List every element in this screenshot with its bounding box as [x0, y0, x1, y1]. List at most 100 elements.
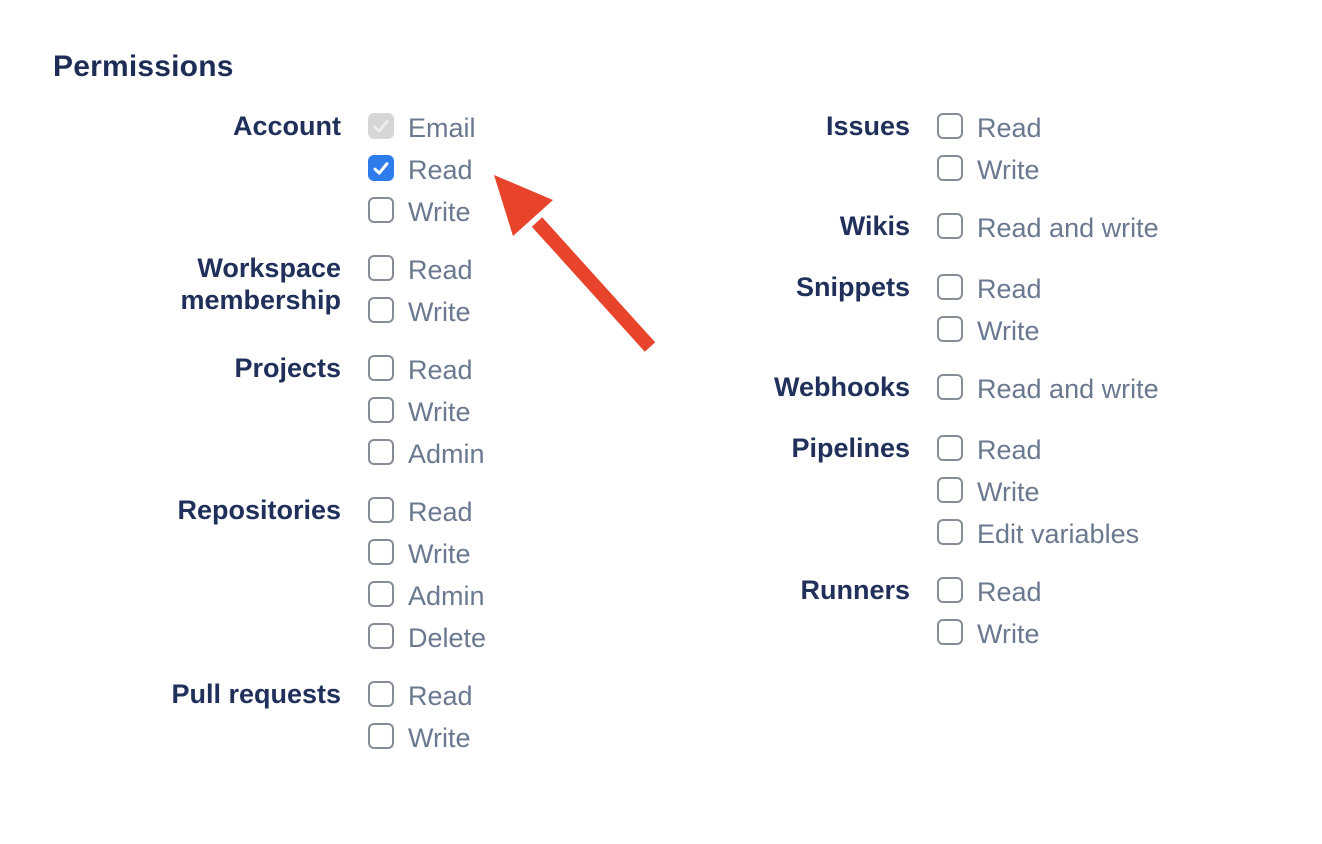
snippets-read-checkbox[interactable] — [937, 274, 963, 300]
permission-option-projects-read: Read — [368, 354, 485, 385]
permission-option-snippets-read: Read — [937, 273, 1042, 304]
permission-option-pipelines-write: Write — [937, 476, 1139, 507]
pull-requests-write-checkbox[interactable] — [368, 723, 394, 749]
permission-option-label: Read — [408, 254, 473, 285]
permission-options: Read and write — [937, 212, 1159, 243]
permission-option-runners-read: Read — [937, 576, 1042, 607]
repositories-delete-checkbox[interactable] — [368, 623, 394, 649]
permission-option-account-email: Email — [368, 112, 476, 143]
permission-option-issues-write: Write — [937, 154, 1042, 185]
repositories-admin-checkbox[interactable] — [368, 581, 394, 607]
permission-option-label: Write — [408, 296, 471, 327]
projects-admin-checkbox[interactable] — [368, 439, 394, 465]
permission-option-account-read: Read — [368, 154, 476, 185]
pipelines-edit-variables-checkbox[interactable] — [937, 519, 963, 545]
permission-option-label: Admin — [408, 580, 485, 611]
pipelines-write-checkbox[interactable] — [937, 477, 963, 503]
permission-option-projects-write: Write — [368, 396, 485, 427]
permission-option-pull-requests-write: Write — [368, 722, 473, 753]
workspace-membership-read-checkbox[interactable] — [368, 255, 394, 281]
permission-option-label: Write — [408, 722, 471, 753]
permission-option-label: Read — [977, 273, 1042, 304]
permission-option-label: Write — [408, 396, 471, 427]
workspace-membership-write-checkbox[interactable] — [368, 297, 394, 323]
repositories-write-checkbox[interactable] — [368, 539, 394, 565]
permission-option-label: Edit variables — [977, 518, 1140, 549]
permission-option-repositories-write: Write — [368, 538, 486, 569]
permission-group-label: Pipelines — [791, 433, 910, 463]
account-read-checkbox[interactable] — [368, 155, 394, 181]
permission-option-label: Read — [408, 354, 473, 385]
permission-option-label: Read and write — [977, 373, 1159, 404]
permission-group-label: Pull requests — [171, 679, 341, 709]
permission-option-label: Read — [977, 112, 1042, 143]
permission-option-label: Write — [408, 196, 471, 227]
permission-options: Read and write — [937, 373, 1159, 404]
snippets-write-checkbox[interactable] — [937, 316, 963, 342]
checkmark-icon — [373, 162, 389, 175]
permission-option-label: Read — [408, 496, 473, 527]
pull-requests-read-checkbox[interactable] — [368, 681, 394, 707]
permission-option-label: Read — [408, 680, 473, 711]
wikis-read-and-write-checkbox[interactable] — [937, 213, 963, 239]
permission-option-pull-requests-read: Read — [368, 680, 473, 711]
projects-read-checkbox[interactable] — [368, 355, 394, 381]
permission-option-pipelines-edit-variables: Edit variables — [937, 518, 1140, 549]
permission-option-label: Admin — [408, 438, 485, 469]
permission-option-repositories-delete: Delete — [368, 623, 486, 651]
runners-write-checkbox[interactable] — [937, 619, 963, 645]
permission-group-label: Wikis — [839, 211, 910, 241]
permission-group-label: Issues — [825, 111, 910, 141]
permission-group-label: Snippets — [795, 272, 910, 302]
permission-option-label: Email — [408, 112, 476, 143]
permission-option-label: Write — [977, 315, 1040, 346]
permission-group-webhooks: Webhooks Read and write — [713, 372, 1273, 404]
webhooks-read-and-write-checkbox[interactable] — [937, 374, 963, 400]
permission-option-label: Write — [408, 538, 471, 569]
permission-option-wikis-read-and-write: Read and write — [937, 212, 1159, 243]
permission-group-label: Runners — [800, 575, 910, 605]
permission-option-projects-admin: Admin — [368, 438, 485, 469]
account-write-checkbox[interactable] — [368, 197, 394, 223]
account-email-checkbox — [368, 113, 394, 139]
projects-write-checkbox[interactable] — [368, 397, 394, 423]
page-title: Permissions — [53, 50, 234, 83]
permission-option-runners-write: Write — [937, 619, 1042, 647]
permission-option-repositories-read: Read — [368, 496, 486, 527]
permission-option-label: Read — [977, 576, 1042, 607]
permission-group-label: Repositories — [177, 495, 341, 525]
issues-read-checkbox[interactable] — [937, 113, 963, 139]
permission-option-issues-read: Read — [937, 112, 1042, 143]
permission-option-pipelines-read: Read — [937, 435, 1139, 463]
repositories-read-checkbox[interactable] — [368, 497, 394, 523]
permission-option-webhooks-read-and-write: Read and write — [937, 373, 1159, 404]
permission-option-workspace-membership-write: Write — [368, 296, 473, 327]
permission-group-label: Projects — [234, 353, 341, 383]
permission-option-label: Write — [977, 476, 1040, 507]
issues-write-checkbox[interactable] — [937, 155, 963, 181]
permission-option-label: Write — [977, 154, 1040, 185]
permission-option-label: Read — [408, 154, 473, 185]
permission-group-label: Webhooks — [773, 372, 910, 402]
permission-group-label: Workspace membership — [180, 253, 341, 315]
permission-option-label: Read and write — [977, 212, 1159, 243]
pipelines-read-checkbox[interactable] — [937, 435, 963, 461]
runners-read-checkbox[interactable] — [937, 577, 963, 603]
